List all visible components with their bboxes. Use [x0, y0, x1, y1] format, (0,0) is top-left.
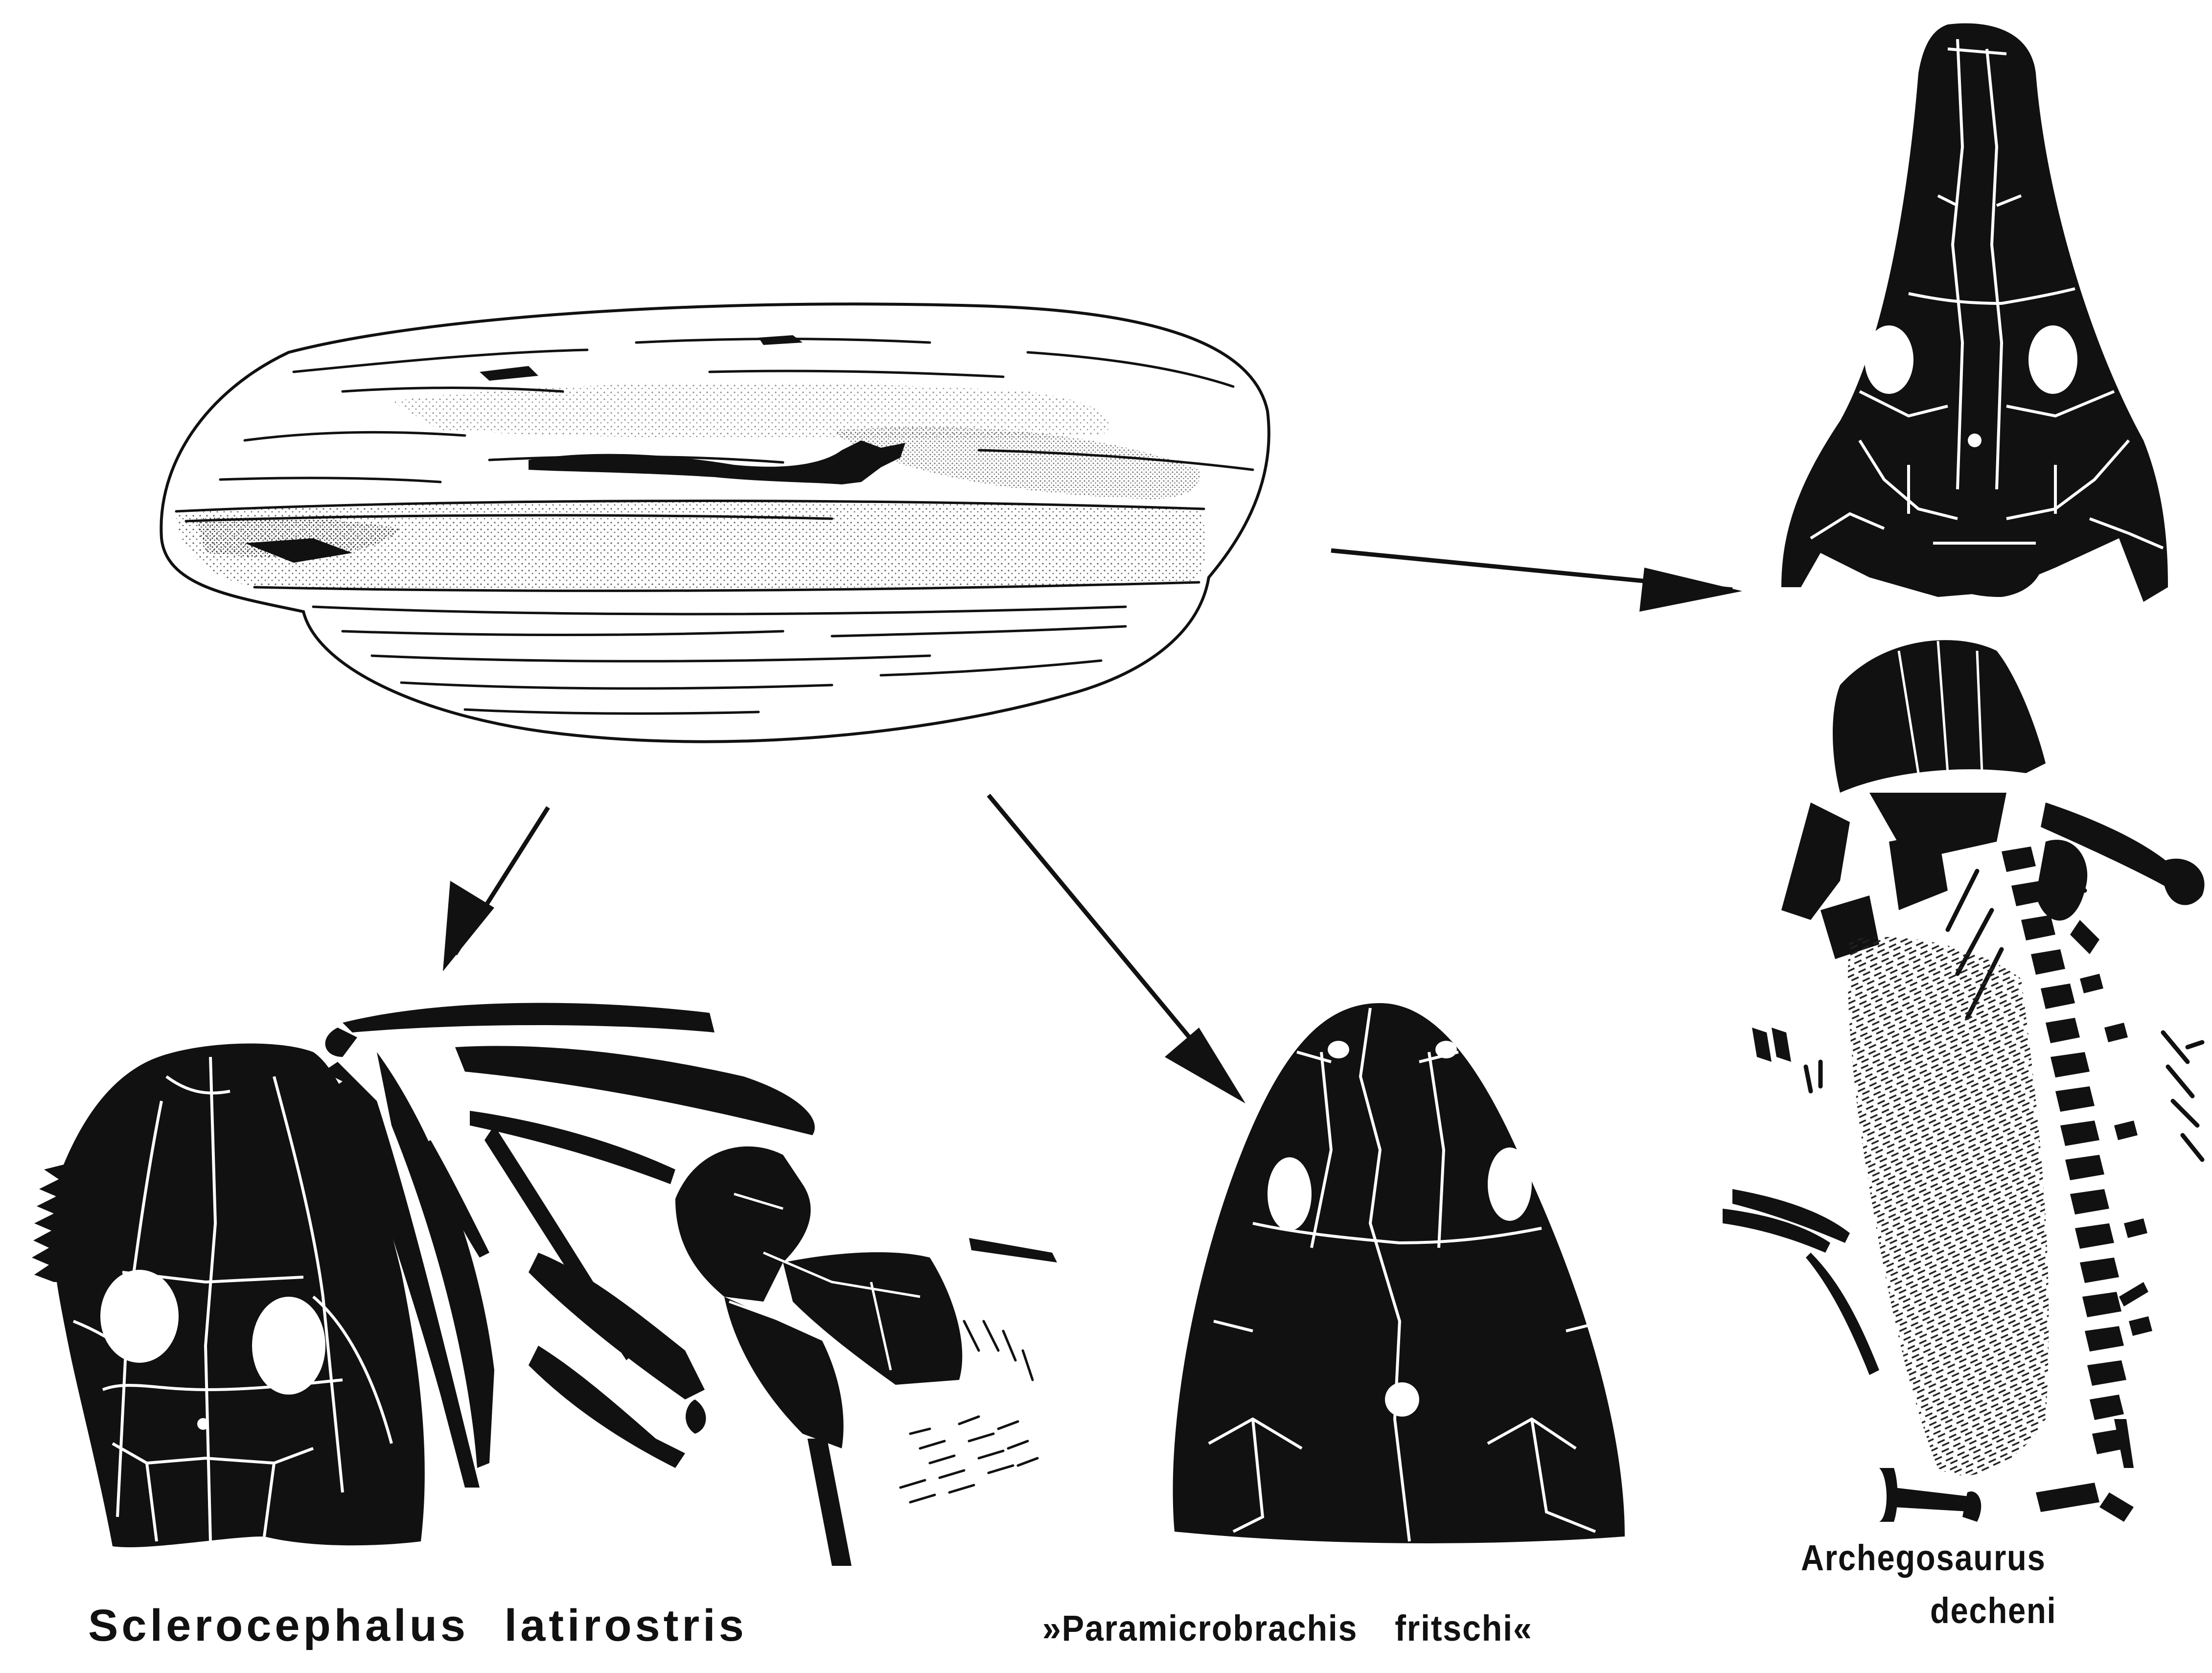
paramicrobrachis-skull [1173, 1003, 1625, 1543]
caption-archegosaurus-line1: Archegosaurus [1801, 1537, 2046, 1578]
caption-archegosaurus: Archegosaurus decheni [1801, 1532, 2056, 1637]
caption-archegosaurus-line2: decheni [1801, 1584, 2056, 1637]
caption-paramicrobrachis: »Paramicrobrachis fritschi« [1042, 1607, 1533, 1649]
archegosaurus-skull [1781, 23, 2168, 602]
caption-sclerocephalus: Sclerocephalus latirostris [88, 1600, 747, 1651]
rock-slab-nodule [161, 304, 1269, 741]
archegosaurus-body [1723, 640, 2205, 1522]
sclerocephalus-specimen [32, 1003, 1057, 1566]
